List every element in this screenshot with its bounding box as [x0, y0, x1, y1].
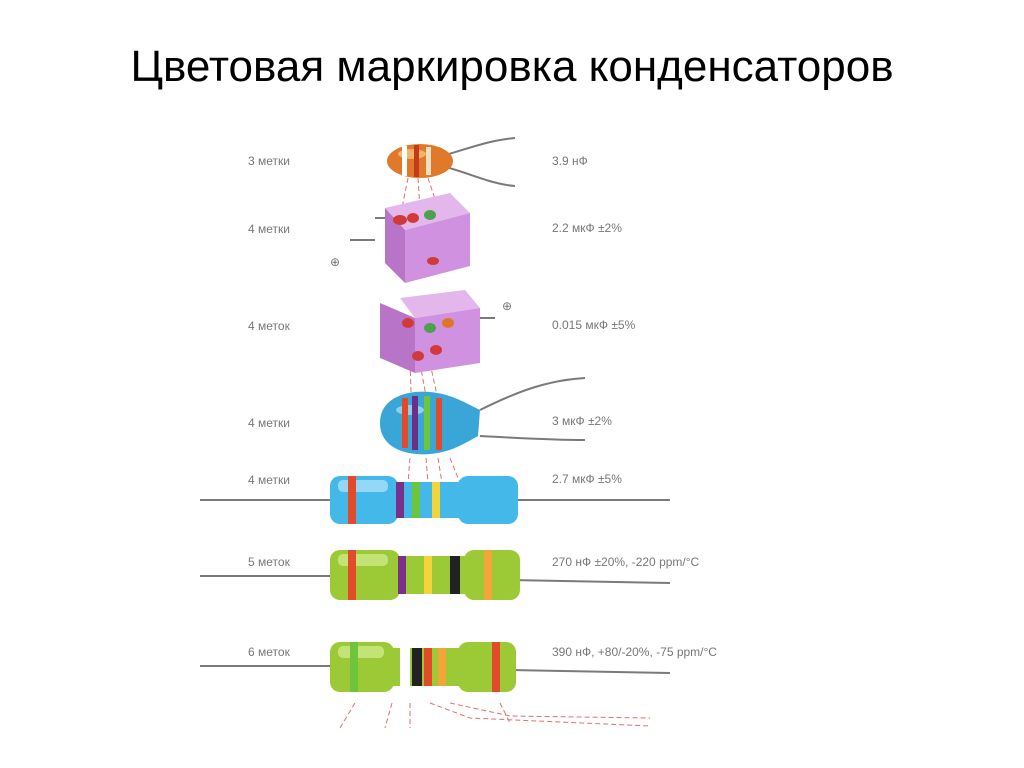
capacitance-value: 0.015 мкФ ±5%	[552, 318, 636, 332]
marks-label: 4 метки	[248, 473, 290, 487]
tantalum-cube-capacitor-2	[380, 290, 495, 373]
axial-green-capacitor-1	[200, 550, 671, 600]
capacitance-value: 3.9 нФ	[552, 154, 588, 168]
polarity-plus-icon-2: ⊕	[502, 299, 512, 313]
marks-label: 4 меток	[248, 319, 291, 333]
dipped-blue-capacitor	[380, 377, 586, 455]
capacitance-value: 2.2 мкФ ±2%	[552, 221, 622, 235]
slide-title: Цветовая маркировка конденсаторов	[130, 42, 894, 91]
marks-label: 5 меток	[248, 555, 291, 569]
marks-label: 3 метки	[248, 154, 290, 168]
axial-green-capacitor-2	[200, 642, 671, 692]
capacitance-value: 390 нФ, +80/-20%, -75 ppm/°C	[552, 645, 717, 659]
polarity-plus-icon-1: ⊕	[330, 255, 340, 269]
guide-lines	[339, 177, 651, 728]
capacitance-value: 2.7 мкФ ±5%	[552, 472, 622, 486]
ceramic-disc-capacitor	[387, 137, 516, 187]
marks-label: 4 метки	[248, 222, 290, 236]
capacitance-value: 270 нФ ±20%, -220 ppm/°C	[552, 555, 700, 569]
tantalum-cube-capacitor-1	[350, 193, 470, 283]
marks-label: 4 метки	[248, 416, 290, 430]
axial-blue-capacitor	[200, 476, 670, 524]
capacitor-color-code-diagram: ⊕ ⊕	[200, 137, 717, 728]
capacitance-value: 3 мкФ ±2%	[552, 414, 612, 428]
marks-label: 6 меток	[248, 645, 291, 659]
